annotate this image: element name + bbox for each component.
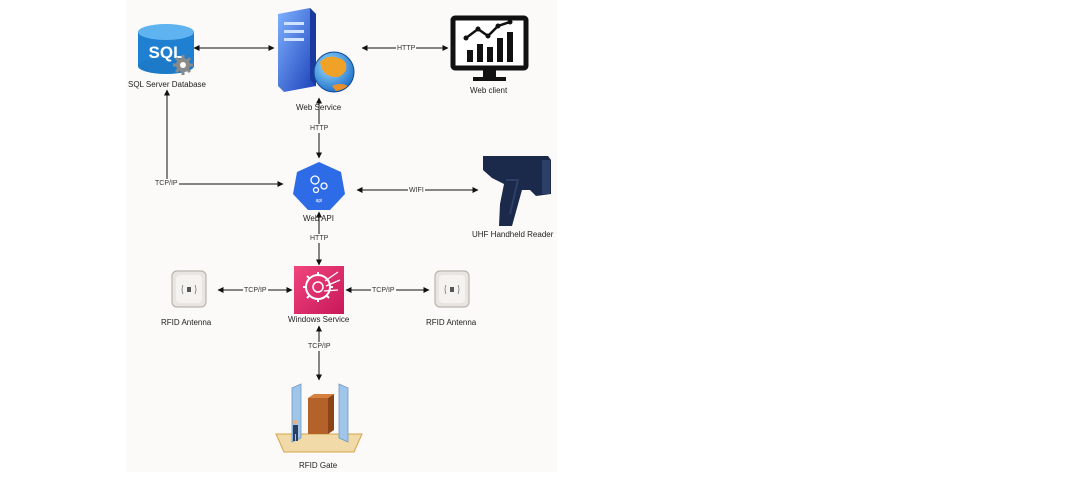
sql-icon-text: SQL xyxy=(149,43,184,62)
rfid-antenna-icon xyxy=(434,270,470,308)
rfid-antenna-left-label: RFID Antenna xyxy=(161,318,212,327)
diagram-svg: SQL xyxy=(138,8,551,453)
web-client-label: Web client xyxy=(470,86,508,95)
architecture-diagram: SQL xyxy=(126,0,557,472)
api-hexagon-icon: api xyxy=(293,162,345,210)
sql-database-icon: SQL xyxy=(138,24,194,75)
edge-label-wifi: WIFI xyxy=(408,186,425,195)
edge-label-http-api: HTTP xyxy=(309,124,330,133)
edge-label-tcpip-right: TCP/IP xyxy=(371,286,396,295)
web-service-label: Web Service xyxy=(296,103,342,112)
globe-icon xyxy=(313,51,355,93)
edge-sql-api xyxy=(164,89,284,187)
edge-label-tcpip-sql: TCP/IP xyxy=(154,179,179,188)
rfid-antenna-right-label: RFID Antenna xyxy=(426,318,477,327)
rfid-gate-label: RFID Gate xyxy=(299,461,338,470)
windows-service-icon xyxy=(294,266,344,314)
windows-service-label: Windows Service xyxy=(288,315,350,324)
gear-icon xyxy=(173,55,193,75)
edge-label-tcpip-gate: TCP/IP xyxy=(307,342,332,351)
rfid-antenna-icon xyxy=(171,270,207,308)
edge-label-http-ws: HTTP xyxy=(309,234,330,243)
edge-label-http-client: HTTP xyxy=(396,44,417,53)
rfid-gate-icon xyxy=(275,383,363,453)
web-api-label: Web API xyxy=(303,214,334,223)
monitor-chart-icon xyxy=(450,15,529,81)
edge-label-tcpip-left: TCP/IP xyxy=(243,286,268,295)
server-icon xyxy=(278,8,316,92)
handheld-reader-label: UHF Handheld Reader xyxy=(472,230,554,239)
handheld-reader-icon xyxy=(483,156,551,226)
api-icon-text: api xyxy=(316,198,323,204)
sql-database-label: SQL Server Database xyxy=(128,80,206,89)
